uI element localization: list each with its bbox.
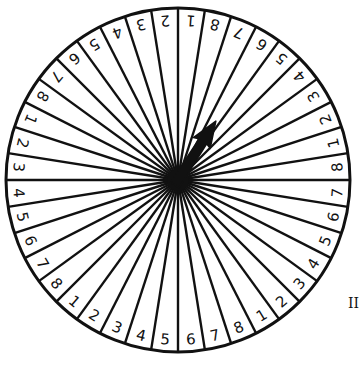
sector-number: 3 <box>306 88 324 104</box>
sector-line <box>8 180 178 207</box>
sector-number: 4 <box>306 256 324 272</box>
sector-line <box>56 58 178 180</box>
sector-line <box>178 180 205 350</box>
sector-number: 8 <box>330 162 346 173</box>
sector-number: 8 <box>232 319 247 337</box>
figure-number: II <box>348 296 359 310</box>
sector-number: 1 <box>254 308 270 326</box>
sector-number: 6 <box>21 234 39 249</box>
sector-line <box>178 16 231 180</box>
sector-line <box>178 180 231 344</box>
sector-number: 1 <box>185 13 196 29</box>
sector-number: 3 <box>134 16 147 33</box>
sector-number: 7 <box>48 68 66 85</box>
sector-line <box>39 79 178 180</box>
pointer-arrow <box>171 121 216 188</box>
sector-number: 6 <box>185 332 196 348</box>
sector-number: 4 <box>134 327 147 344</box>
sector-number: 2 <box>160 13 171 29</box>
sector-line <box>178 153 348 180</box>
sector-number: 1 <box>325 136 342 149</box>
sector-line <box>77 41 178 180</box>
sector-number: 4 <box>11 187 27 198</box>
sector-line <box>178 180 331 258</box>
sector-line <box>177 180 179 352</box>
sector-number: 8 <box>48 275 66 292</box>
sector-number: 4 <box>109 23 124 41</box>
sector-line <box>178 179 350 181</box>
sector-line <box>178 180 317 281</box>
sector-number: 1 <box>21 111 39 126</box>
sector-number: 7 <box>33 256 51 272</box>
wheel-rim <box>6 8 350 352</box>
sector-line <box>25 102 178 180</box>
sector-number: 2 <box>317 111 335 126</box>
sector-number: 5 <box>160 332 171 348</box>
sector-number: 7 <box>209 327 222 344</box>
sector-number: 6 <box>254 35 270 53</box>
sector-line <box>56 180 178 302</box>
sector-line <box>125 16 178 180</box>
sector-number: 5 <box>273 50 290 68</box>
sector-line <box>125 180 178 344</box>
sector-line <box>178 79 317 180</box>
sector-number: 5 <box>317 234 335 249</box>
sector-number: 5 <box>86 35 102 53</box>
sector-line <box>100 180 178 333</box>
sector-number: 3 <box>291 275 309 292</box>
sector-line <box>178 180 342 233</box>
sector-line <box>77 180 178 319</box>
sector-number: 4 <box>291 68 309 85</box>
sector-line <box>178 58 300 180</box>
sector-line <box>6 179 178 181</box>
sector-number: 2 <box>86 308 102 326</box>
sector-number: 7 <box>232 23 247 41</box>
sector-line <box>177 8 179 180</box>
sector-number: 8 <box>33 88 51 104</box>
sector-number: 6 <box>325 211 342 224</box>
sector-number: 1 <box>66 293 83 311</box>
sector-line <box>151 10 178 180</box>
sector-line <box>14 180 178 233</box>
sector-number: 6 <box>66 50 83 68</box>
sector-number: 3 <box>109 319 124 337</box>
sector-number: 2 <box>14 136 31 149</box>
sector-line <box>39 180 178 281</box>
sector-number: 8 <box>209 16 222 33</box>
sector-line <box>178 180 279 319</box>
sector-number: 5 <box>14 211 31 224</box>
sector-number: 2 <box>273 293 290 311</box>
sector-line <box>178 180 300 302</box>
sector-number: 3 <box>11 162 27 173</box>
sector-number: 7 <box>330 187 346 198</box>
sector-line <box>14 127 178 180</box>
